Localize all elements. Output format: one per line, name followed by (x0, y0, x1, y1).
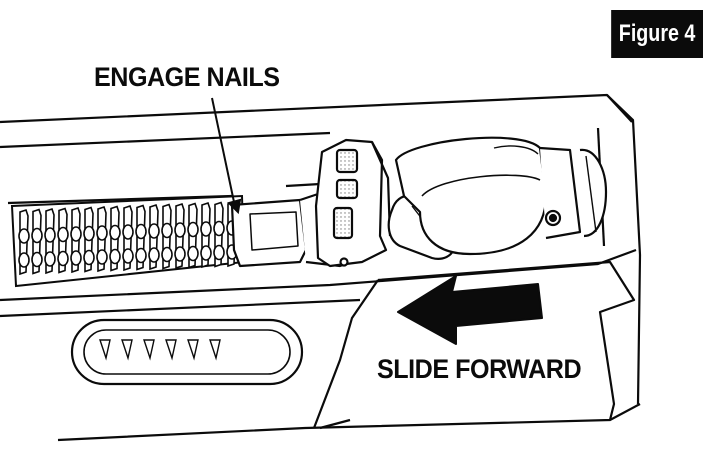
nail-collation (200, 245, 212, 261)
nail-collation (148, 247, 160, 263)
nail-collation (187, 221, 199, 238)
nail-collation (44, 227, 56, 243)
nail-tip (209, 339, 221, 361)
nail-collation (200, 221, 212, 237)
engage-leader (211, 97, 242, 215)
nail-strip (18, 200, 238, 276)
nail-collation (122, 224, 134, 240)
nail-collation (31, 251, 43, 268)
nail-collation (70, 250, 82, 266)
nail-collation (109, 224, 121, 241)
nail-collation (161, 246, 173, 263)
nail-collation (174, 246, 186, 262)
nail-tip (121, 339, 133, 361)
nail-collation (109, 248, 121, 265)
nail-collation (83, 249, 95, 266)
nail-collation (187, 245, 199, 262)
nail-collation (135, 247, 147, 264)
nail-collation (122, 248, 134, 264)
slide-forward-arrow (397, 275, 543, 345)
slide-forward-label: SLIDE FORWARD (377, 354, 582, 384)
nail-collation (96, 225, 108, 241)
nail-collation (18, 252, 30, 268)
nail-collation (213, 244, 225, 261)
engage-nails-label: ENGAGE NAILS (94, 62, 280, 92)
nail-collation (83, 225, 95, 242)
nail-collation (148, 223, 160, 239)
nail-tip (143, 339, 155, 361)
nail-collation (57, 226, 69, 243)
nail-collation (31, 227, 43, 244)
spring-housing (394, 136, 582, 256)
figure-number-badge: Figure 4 (611, 10, 703, 58)
nail-collation (135, 223, 147, 240)
latch-plate (314, 138, 392, 268)
nail-collation (70, 226, 82, 242)
magazine-window (70, 318, 304, 386)
nail-collation (174, 222, 186, 238)
nail-collation (18, 228, 30, 244)
nail-collation (44, 251, 56, 267)
nail-collation (57, 250, 69, 267)
nail-tip (99, 339, 111, 361)
nail-collation (213, 220, 225, 237)
nail-tip (165, 339, 177, 361)
magazine-body (0, 93, 642, 442)
nail-collation (96, 249, 108, 265)
nail-collation (161, 222, 173, 239)
end-roller (579, 148, 608, 238)
window-nail-tips (99, 339, 221, 361)
nail-tip (187, 339, 199, 361)
